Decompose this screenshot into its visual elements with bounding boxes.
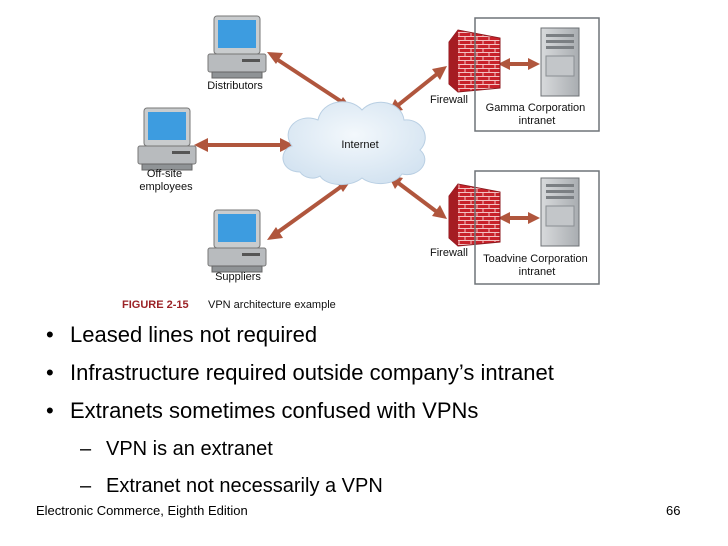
sub-bullet-item: VPN is an extranet <box>80 437 383 474</box>
figure-caption: VPN architecture example <box>208 299 336 311</box>
bullet-list: Leased lines not required Infrastructure… <box>46 322 716 436</box>
arrow-distributors-internet <box>267 52 352 109</box>
vpn-architecture-diagram: Distributors Off-site employees Supplier… <box>122 15 600 311</box>
toadvine-label-line2: intranet <box>519 266 556 278</box>
firewall-bottom-label: Firewall <box>430 247 468 259</box>
arrow-offsite-internet <box>194 138 294 152</box>
footer-title: Electronic Commerce, Eighth Edition <box>36 503 248 518</box>
toadvine-label: Toadvine Corporation intranet <box>483 253 591 278</box>
gamma-label-line1: Gamma Corporation <box>486 102 586 114</box>
suppliers-label: Suppliers <box>215 271 261 283</box>
toadvine-label-line1: Toadvine Corporation <box>483 253 588 265</box>
toadvine-intranet-box <box>474 170 600 285</box>
distributors-label: Distributors <box>207 80 263 92</box>
gamma-label-line2: intranet <box>519 115 556 127</box>
arrow-firewall-toadvine <box>498 212 540 224</box>
arrow-firewall-gamma <box>498 58 540 70</box>
bullet-item: Leased lines not required <box>46 322 716 360</box>
distributors-computer-icon <box>207 15 267 79</box>
offsite-label-line1: Off-site <box>147 168 182 180</box>
bullet-item: Infrastructure required outside company’… <box>46 360 716 398</box>
internet-cloud-icon <box>282 101 426 185</box>
gamma-server-icon <box>540 27 580 97</box>
sub-bullet-item: Extranet not necessarily a VPN <box>80 474 383 511</box>
suppliers-computer-icon <box>207 209 267 273</box>
arrow-internet-firewall-bottom <box>388 175 447 219</box>
offsite-computer-icon <box>137 107 197 171</box>
figure-label: FIGURE 2-15 <box>122 299 189 311</box>
firewall-top-label: Firewall <box>430 94 468 106</box>
arrow-suppliers-internet <box>267 179 352 240</box>
offsite-label-line2: employees <box>139 181 193 193</box>
page-number: 66 <box>666 503 681 518</box>
sub-bullet-list: VPN is an extranet Extranet not necessar… <box>80 437 383 511</box>
internet-label: Internet <box>341 139 378 151</box>
gamma-label: Gamma Corporation intranet <box>486 102 589 127</box>
toadvine-server-icon <box>540 177 580 247</box>
gamma-intranet-box <box>474 17 600 132</box>
bullet-item: Extranets sometimes confused with VPNs <box>46 398 716 436</box>
offsite-label: Off-site employees <box>139 168 193 193</box>
